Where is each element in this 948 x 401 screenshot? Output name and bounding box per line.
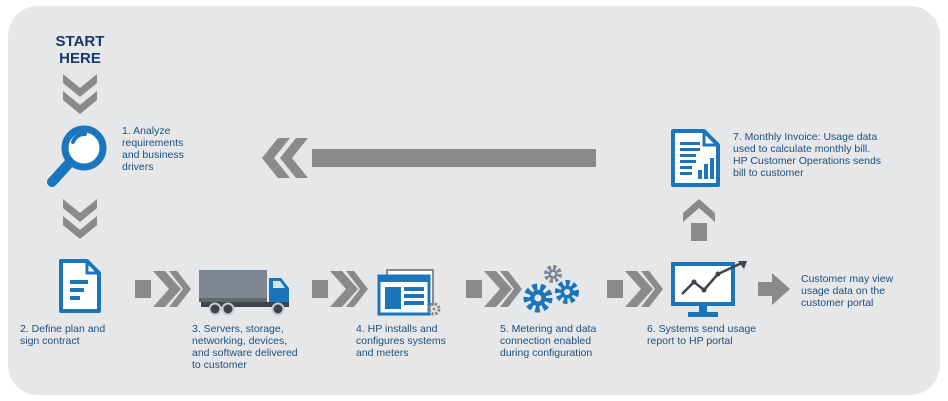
right-chevron-arrow-icon: [135, 271, 191, 307]
up-chevron-arrow-icon: [683, 199, 715, 241]
down-chevron-arrow-icon: [63, 74, 97, 114]
portal-note: Customer may view usage data on the cust…: [801, 273, 894, 309]
step-5-label: 5. Metering and data connection enabled …: [500, 323, 597, 359]
left-feedback-arrow-icon: [262, 138, 596, 178]
step-2-label: 2. Define plan and sign contract: [20, 323, 106, 347]
right-chevron-arrow-icon: [466, 271, 522, 307]
right-chevron-arrow-icon: [607, 271, 663, 307]
right-arrow-icon: [758, 273, 790, 305]
step-4-label: 4. HP installs and configures systems an…: [356, 323, 446, 359]
step-3-label: 3. Servers, storage, networking, devices…: [192, 323, 298, 371]
right-chevron-arrow-icon: [312, 271, 368, 307]
truck-icon: [199, 270, 289, 316]
start-here-heading: START HERE: [55, 33, 105, 67]
install-window-icon: [377, 269, 441, 316]
document-icon: [59, 259, 101, 313]
step-7-label: 7. Monthly Invoice: Usage data used to c…: [733, 131, 882, 179]
invoice-icon: [671, 129, 720, 187]
step-1-label: 1. Analyze requirements and business dri…: [122, 125, 184, 173]
step-6-label: 6. Systems send usage report to HP porta…: [647, 323, 757, 347]
process-panel: [8, 6, 940, 395]
monitor-chart-icon: [671, 260, 747, 317]
down-chevron-arrow-icon: [63, 199, 97, 239]
magnifier-icon: [47, 125, 107, 187]
gears-icon: [523, 265, 579, 313]
